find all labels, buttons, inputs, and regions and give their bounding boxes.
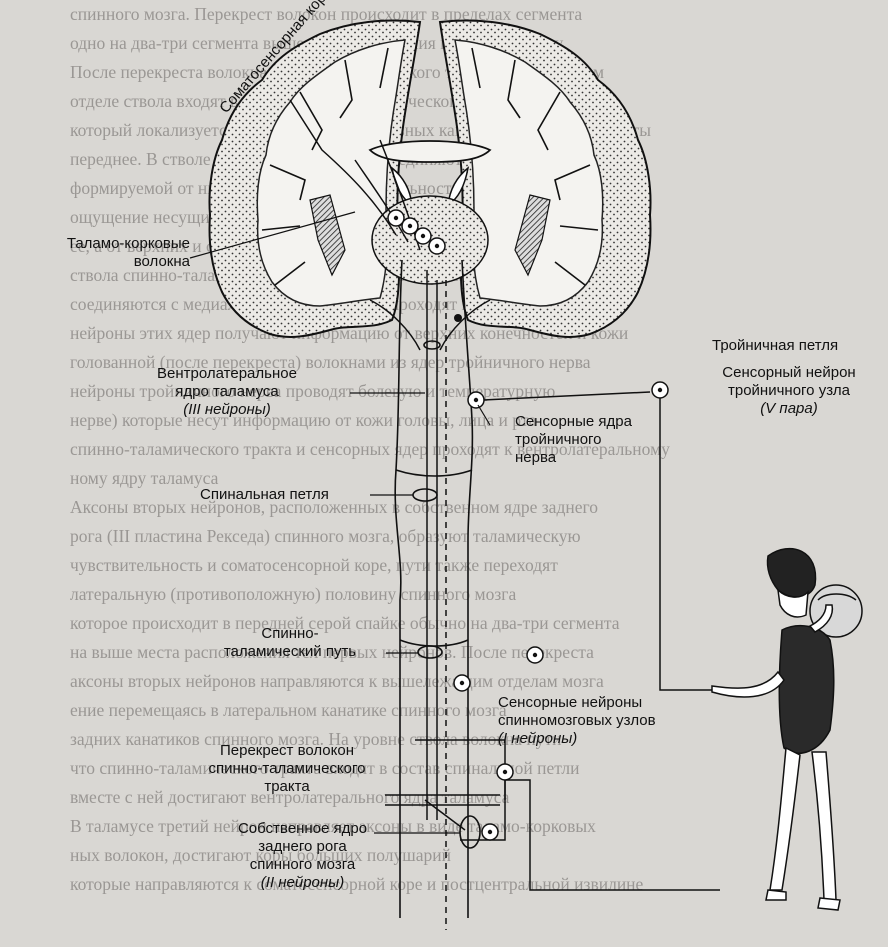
trigeminal-nucleus-neuron xyxy=(468,392,484,408)
label-trigeminal-ganglion-neuron: Сенсорный нейрон тройничного узла (V пар… xyxy=(690,364,888,418)
leg-left xyxy=(770,748,800,890)
head-hair xyxy=(767,549,815,597)
leg-right xyxy=(812,752,836,900)
drg-neuron-lower xyxy=(497,764,513,780)
arm-left xyxy=(712,672,784,697)
human-figure xyxy=(712,549,862,910)
dorsal-horn-neuron xyxy=(482,824,498,840)
label-trigeminal-sensory-nuclei: Сенсорные ядра тройничного нерва xyxy=(515,413,632,467)
label-trigeminal-lemniscus: Тройничная петля xyxy=(712,337,838,355)
thalamus-neuron-4 xyxy=(429,238,445,254)
label-fiber-decussation: Перекрест волокон спинно-таламического т… xyxy=(192,742,382,796)
label-spinothalamic-tract: Спинно- таламический путь xyxy=(190,625,390,661)
spinal-neuron-mid xyxy=(454,675,470,691)
trigeminal-ganglion-neuron xyxy=(652,382,668,398)
brain-coronal-section xyxy=(210,21,651,351)
thalamus-neuron-3 xyxy=(415,228,431,244)
label-dorsal-horn-nucleus: Собственное ядро заднего рога спинного м… xyxy=(220,820,385,892)
label-ventrolateral-thalamic-nucleus: Вентролатеральное ядро таламуса (III ней… xyxy=(112,365,342,419)
label-thalamocortical-fibers: Таламо-корковые волокна xyxy=(0,235,190,271)
brainstem-spinal-cord xyxy=(395,260,472,918)
label-drg-sensory-neurons: Сенсорные нейроны спинномозговых узлов (… xyxy=(498,694,656,748)
label-spinal-lemniscus: Спинальная петля xyxy=(200,486,329,504)
torso-swimsuit xyxy=(779,626,834,754)
drg-neuron-upper xyxy=(527,647,543,663)
